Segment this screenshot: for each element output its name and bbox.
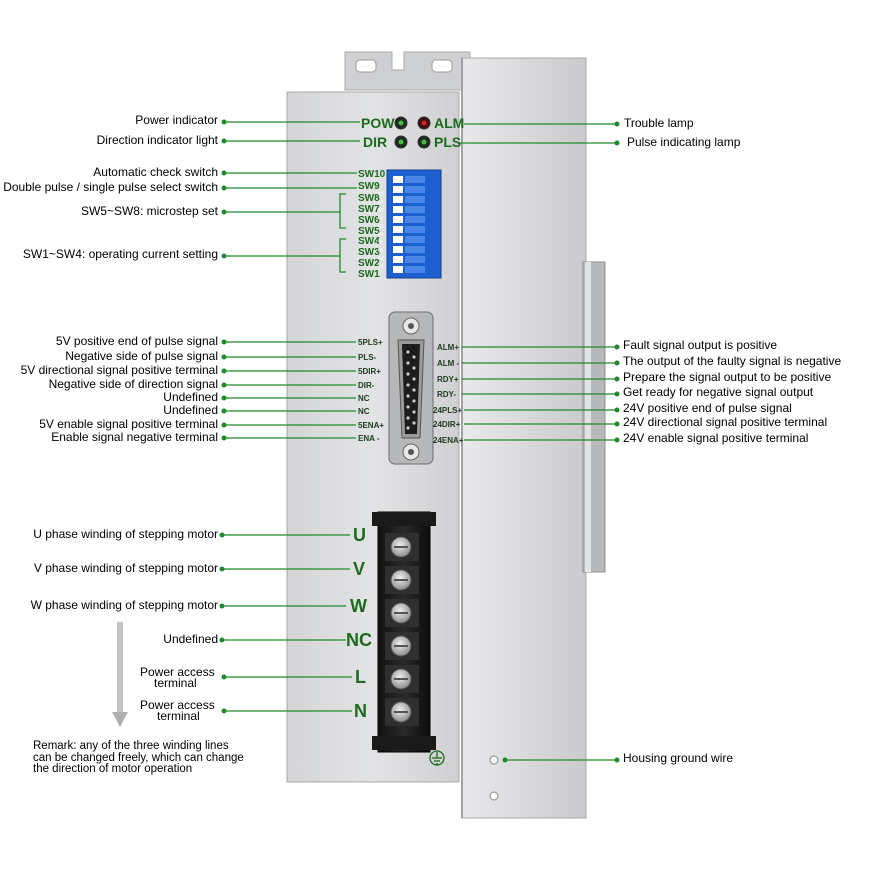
mount-hole xyxy=(489,791,499,801)
pin-24pls-pos: 24PLS+ xyxy=(433,406,463,415)
switch-number-strip: 1 2 3 4 5 6 7 8 9 0 xyxy=(378,190,385,268)
terminal-v-label: V xyxy=(353,559,366,579)
label-housing-ground: Housing ground wire xyxy=(623,751,734,765)
label-5v-dir-pos: 5V directional signal positive terminal xyxy=(20,363,218,377)
label-l-terminal-line2: terminal xyxy=(154,676,197,690)
label-direction-indicator: Direction indicator light xyxy=(96,133,218,147)
switch-label-sw10: SW10 xyxy=(358,169,386,180)
label-trouble-lamp: Trouble lamp xyxy=(624,116,694,130)
label-current-setting: SW1~SW4: operating current setting xyxy=(22,247,218,261)
pin-alm-pos: ALM+ xyxy=(437,343,459,352)
remark-line1: Remark: any of the three winding lines xyxy=(33,740,229,752)
alm-led-label: ALM xyxy=(434,115,465,131)
label-u-phase: U phase winding of stepping motor xyxy=(33,527,218,541)
ground-screw-hole xyxy=(489,755,499,765)
pin-rdy-neg: RDY- xyxy=(437,390,457,399)
label-rdy-neg: Get ready for negative signal output xyxy=(623,385,814,399)
ground-symbol-icon xyxy=(429,750,445,766)
label-l-terminal-line1: Power access xyxy=(140,665,215,679)
label-n-terminal-line1: Power access xyxy=(140,698,215,712)
pin-24dir-pos: 24DIR+ xyxy=(433,420,461,429)
terminal-l-label: L xyxy=(355,667,366,687)
label-w-phase: W phase winding of stepping motor xyxy=(30,598,218,612)
terminal-u-label: U xyxy=(353,525,366,545)
label-pulse-select-switch: Double pulse / single pulse select switc… xyxy=(3,180,218,194)
pin-alm-neg: ALM - xyxy=(437,359,460,368)
switch-label-sw9: SW9 xyxy=(358,181,380,192)
pin-dir-neg: DIR- xyxy=(358,381,375,390)
label-nc-1: Undefined xyxy=(163,390,218,404)
label-alm-neg: The output of the faulty signal is negat… xyxy=(623,354,842,368)
pin-rdy-pos: RDY+ xyxy=(437,375,459,384)
remark-line2: can be changed freely, which can change xyxy=(33,751,244,764)
remark-note: Remark: any of the three winding lines c… xyxy=(33,740,244,776)
label-auto-check-switch: Automatic check switch xyxy=(93,165,218,179)
label-24v-dir: 24V directional signal positive terminal xyxy=(623,415,828,429)
switch-label-sw2: SW2 xyxy=(358,258,380,269)
switch-label-sw8: SW8 xyxy=(358,193,380,204)
pin-pls-neg: PLS- xyxy=(358,353,377,362)
pin-5dir-pos: 5DIR+ xyxy=(358,367,381,376)
label-n-terminal-line2: terminal xyxy=(157,709,200,723)
driver-side-housing xyxy=(461,57,587,819)
label-v-phase: V phase winding of stepping motor xyxy=(33,561,218,575)
label-l-terminal: Power access terminal xyxy=(140,665,215,690)
label-nc-2: Undefined xyxy=(163,403,218,417)
terminal-nc-label: NC xyxy=(346,630,372,650)
pin-ena-neg: ENA - xyxy=(358,434,380,443)
pin-24ena-pos: 24ENA+ xyxy=(433,436,464,445)
switch-label-sw4: SW4 xyxy=(358,236,380,247)
label-alm-pos: Fault signal output is positive xyxy=(623,338,778,352)
mount-slot xyxy=(431,59,453,73)
label-pls-neg: Negative side of pulse signal xyxy=(65,349,218,363)
label-5v-pls-pos: 5V positive end of pulse signal xyxy=(55,334,218,348)
down-arrow-icon xyxy=(112,622,128,727)
pin-nc-1: NC xyxy=(358,394,370,403)
label-rdy-pos: Prepare the signal output to be positive xyxy=(623,370,832,384)
pin-5pls-pos: 5PLS+ xyxy=(358,338,383,347)
switch-label-sw7: SW7 xyxy=(358,204,380,215)
switch-label-sw3: SW3 xyxy=(358,247,380,258)
label-pulse-lamp: Pulse indicating lamp xyxy=(627,135,741,149)
remark-line3: the direction of motor operation xyxy=(33,763,193,775)
pin-nc-2: NC xyxy=(358,407,370,416)
label-microstep-set: SW5~SW8: microstep set xyxy=(80,204,218,218)
label-dir-neg: Negative side of direction signal xyxy=(48,377,218,391)
label-5v-ena-pos: 5V enable signal positive terminal xyxy=(39,417,218,431)
dir-led-label: DIR xyxy=(363,134,388,150)
pls-led-label: PLS xyxy=(434,134,462,150)
switch-label-sw6: SW6 xyxy=(358,215,380,226)
label-24v-pls: 24V positive end of pulse signal xyxy=(623,401,792,415)
terminal-screws xyxy=(385,533,419,726)
right-leader-lines xyxy=(458,123,617,761)
label-power-indicator: Power indicator xyxy=(135,113,218,127)
pin-5ena-pos: 5ENA+ xyxy=(358,421,385,430)
label-nc-terminal: Undefined xyxy=(163,632,218,646)
label-n-terminal: Power access terminal xyxy=(140,698,215,723)
terminal-n-label: N xyxy=(354,701,367,721)
pow-led-label: POW xyxy=(361,115,395,131)
switch-label-sw1: SW1 xyxy=(358,269,380,280)
left-leader-lines xyxy=(222,121,360,712)
label-24v-ena: 24V enable signal positive terminal xyxy=(623,431,809,445)
label-ena-neg: Enable signal negative terminal xyxy=(51,430,218,444)
terminal-w-label: W xyxy=(350,596,367,616)
mount-slot xyxy=(355,59,377,73)
switch-label-sw5: SW5 xyxy=(358,226,380,237)
